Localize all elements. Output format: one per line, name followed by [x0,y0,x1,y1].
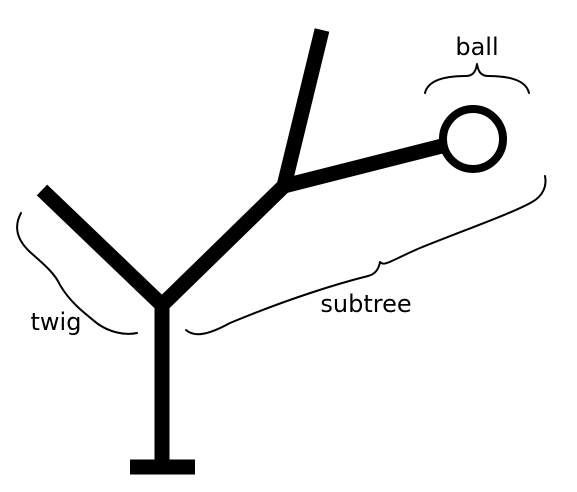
subtree-branch [156,180,290,311]
twig-branch [36,184,168,311]
ball-branch [282,138,444,194]
twig-brace [16,212,138,335]
twig-label: twig [31,308,82,336]
ball-label: ball [455,33,498,61]
subtree-brace [185,175,547,336]
upper-branch [276,28,330,188]
ball-brace [424,63,530,94]
subtree-label: subtree [320,290,411,318]
ball [439,105,507,173]
